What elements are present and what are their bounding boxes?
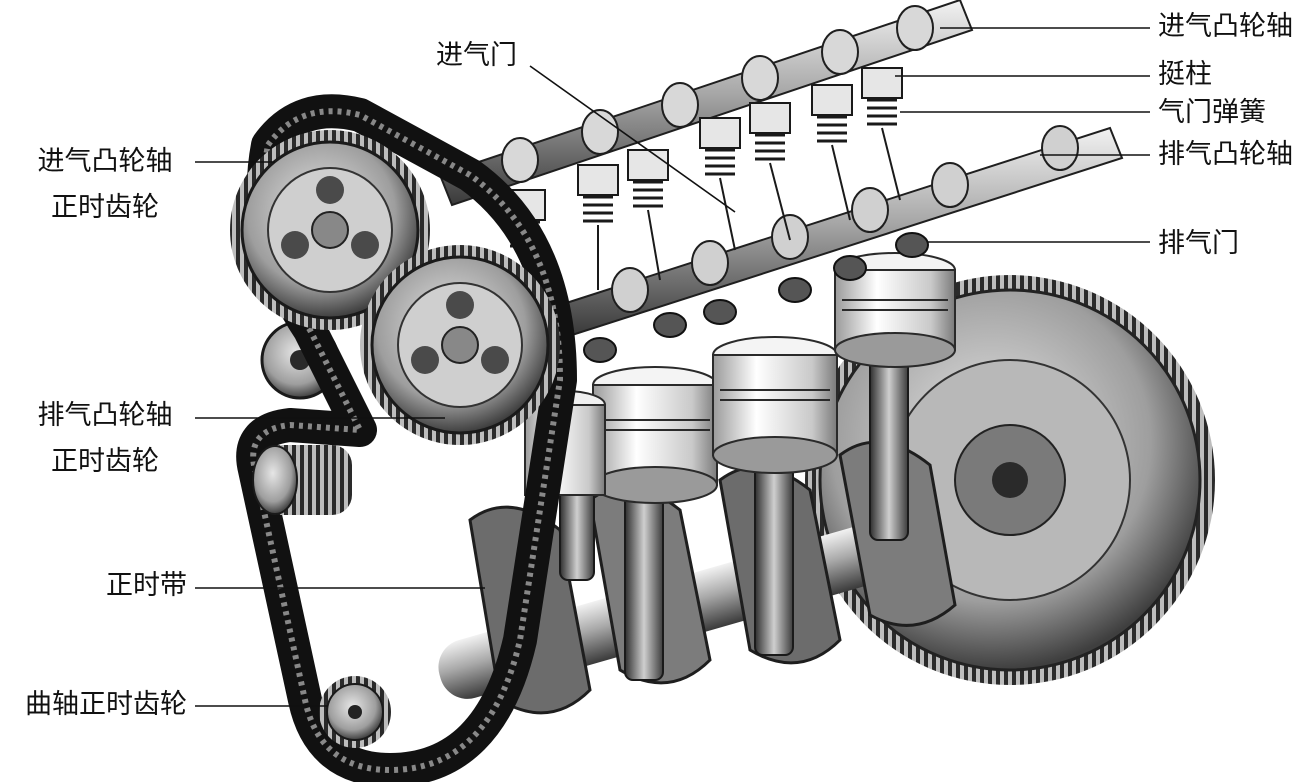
label-timing-belt: 正时带 — [106, 570, 187, 601]
label-exhaust-cam-gear-line2: 正时齿轮 — [51, 446, 159, 477]
exhaust-cam-timing-gear — [360, 245, 560, 445]
label-exhaust-valve: 排气门 — [1158, 228, 1239, 259]
intake-cam-timing-gear — [230, 130, 430, 330]
crankshaft-timing-gear — [319, 676, 391, 748]
label-crankshaft-timing-gear: 曲轴正时齿轮 — [25, 689, 187, 720]
leader-lines — [195, 27, 1150, 707]
water-pump-pulley — [252, 445, 352, 515]
label-exhaust-cam-gear-line1: 排气凸轮轴 — [37, 400, 173, 431]
label-intake-camshaft: 进气凸轮轴 — [1158, 11, 1293, 42]
timing-belt — [236, 94, 577, 782]
label-valve-spring: 气门弹簧 — [1158, 97, 1266, 128]
valve-heads — [583, 232, 929, 363]
tappets-and-springs — [504, 67, 903, 300]
label-intake-cam-gear-line1: 进气凸轮轴 — [37, 146, 173, 177]
intake-camshaft — [438, 0, 974, 207]
label-intake-valve: 进气门 — [436, 40, 517, 71]
label-intake-cam-gear-line2: 正时齿轮 — [51, 192, 159, 223]
exhaust-camshaft — [558, 125, 1124, 337]
label-exhaust-camshaft: 排气凸轮轴 — [1158, 139, 1293, 170]
label-tappet: 挺柱 — [1158, 59, 1212, 90]
